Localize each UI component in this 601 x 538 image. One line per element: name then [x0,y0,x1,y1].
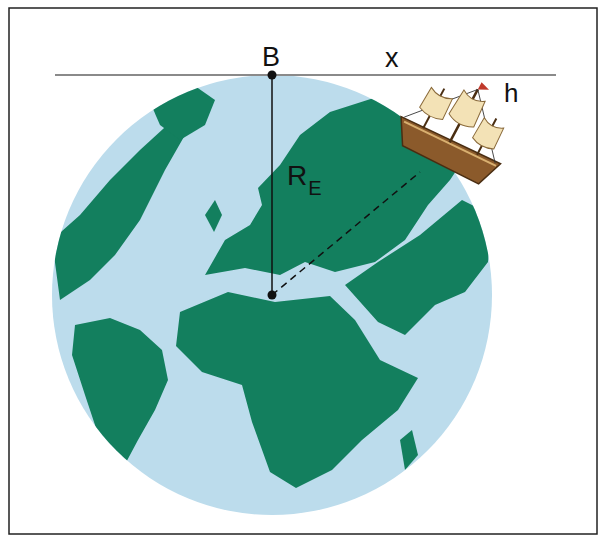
greenland [150,86,215,140]
point-b [268,71,277,80]
south-america [72,318,168,478]
radius-subscript: E [308,178,321,198]
flag [478,82,491,94]
sail [418,87,453,122]
dashed-radius [272,172,420,295]
ship [389,57,530,191]
tangent-line [55,74,556,76]
britain [205,200,222,232]
point-label: B [262,44,280,71]
frame [9,8,597,534]
height-label: h [504,80,518,106]
africa [176,292,418,488]
center-point [268,291,277,300]
middle-east [345,200,492,335]
madagascar [400,430,418,470]
sail [471,117,504,151]
north-america [52,118,185,300]
radius-label: R [287,162,307,190]
distance-label: x [385,45,399,72]
radius-line [271,75,273,295]
